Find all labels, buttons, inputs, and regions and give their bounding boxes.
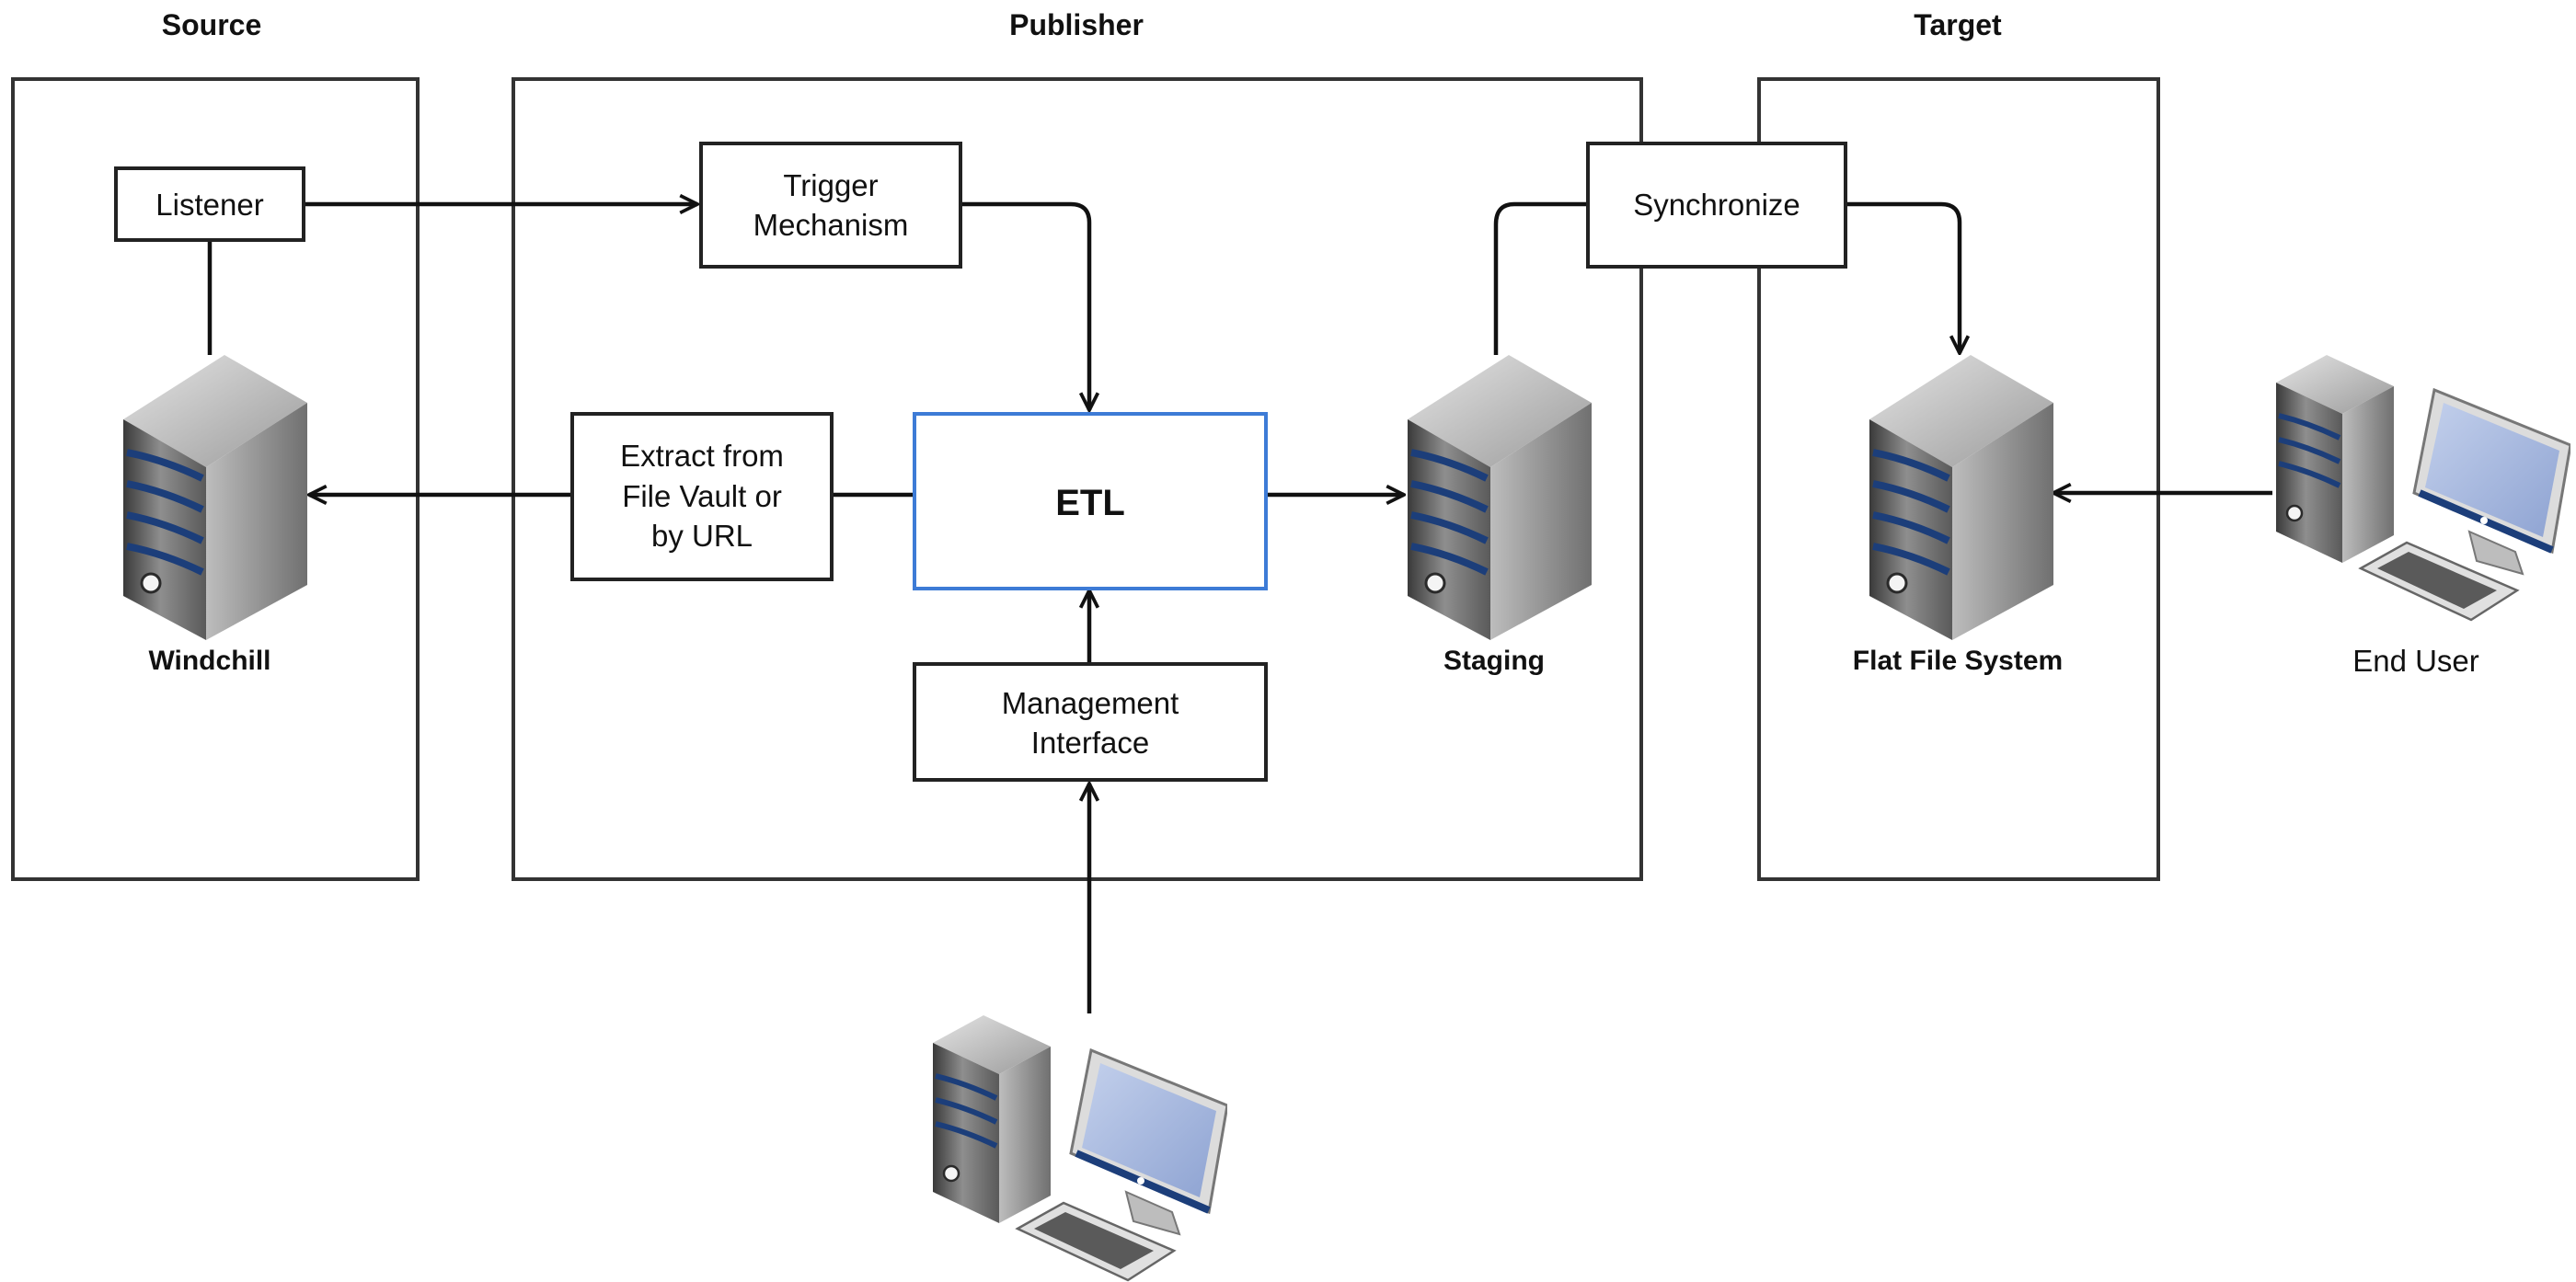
trigger-label-line-2: Mechanism [753, 208, 909, 242]
edge-trigger-to-etl [962, 204, 1089, 410]
management-interface-box[interactable]: Management Interface [914, 664, 1266, 780]
section-title-source: Source [162, 8, 261, 41]
flat-file-system-server-icon [1869, 355, 2053, 640]
section-title-target: Target [1914, 8, 2002, 41]
synchronize-label: Synchronize [1633, 188, 1800, 222]
staging-server-icon [1408, 355, 1592, 640]
listener-box[interactable]: Listener [116, 168, 304, 240]
etl-label: ETL [1055, 483, 1125, 523]
end-user-caption: End User [2352, 644, 2479, 678]
extract-box[interactable]: Extract from File Vault or by URL [572, 414, 832, 579]
trigger-label-line-1: Trigger [783, 168, 878, 202]
etl-box[interactable]: ETL [914, 414, 1266, 589]
synchronize-box[interactable]: Synchronize [1588, 143, 1846, 267]
windchill-server-icon [123, 355, 307, 640]
extract-label-line-2: File Vault or [622, 479, 782, 513]
windchill-caption: Windchill [148, 646, 270, 676]
section-title-publisher: Publisher [1009, 8, 1144, 41]
edge-synchronize-to-flatfile [1846, 204, 1960, 353]
end-user-workstation-icon [2276, 355, 2570, 620]
management-label-line-1: Management [1002, 686, 1179, 720]
staging-caption: Staging [1443, 646, 1545, 676]
management-label-line-2: Interface [1031, 726, 1149, 760]
flat-file-system-caption: Flat File System [1853, 646, 2063, 676]
extract-label-line-3: by URL [651, 519, 753, 553]
listener-label: Listener [155, 188, 263, 222]
extract-label-line-1: Extract from [620, 439, 784, 473]
trigger-mechanism-box[interactable]: Trigger Mechanism [701, 143, 960, 267]
administrator-workstation-icon [933, 1015, 1227, 1280]
edge-staging-to-synchronize [1496, 204, 1588, 355]
